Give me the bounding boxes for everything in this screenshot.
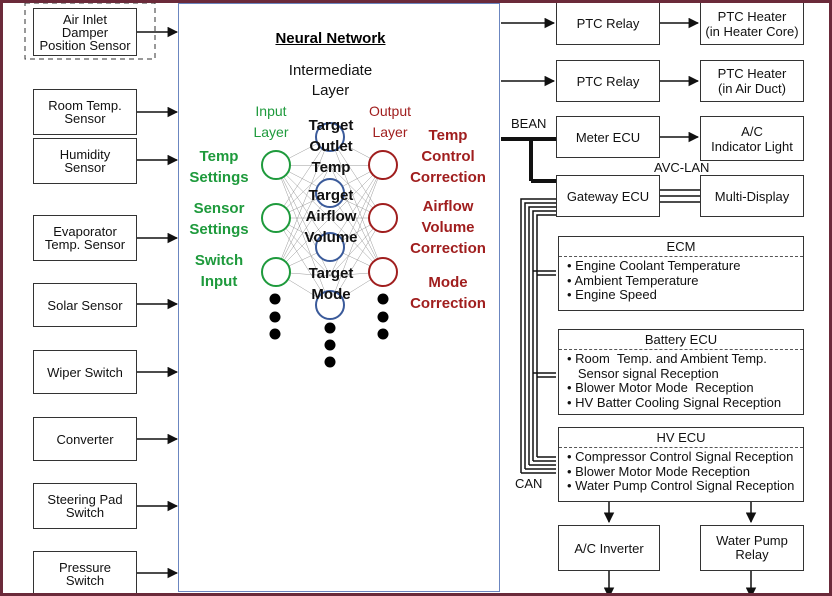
meter-ecu: Meter ECU <box>556 116 660 158</box>
gateway-ecu: Gateway ECU <box>556 175 660 217</box>
ellipsis-dot <box>377 311 389 323</box>
ellipsis-dot <box>324 322 336 334</box>
avc-lan-bus <box>660 189 700 203</box>
ptc-heater-core: PTC Heater (in Heater Core) <box>700 3 804 45</box>
avc-lan-label: AVC-LAN <box>654 160 710 175</box>
bean-label: BEAN <box>511 116 547 131</box>
battery-ecu-item: • HV Batter Cooling Signal Reception <box>567 394 782 410</box>
converter: Converter <box>33 417 137 461</box>
network-edge <box>275 164 331 248</box>
solar-sensor: Solar Sensor <box>33 283 137 327</box>
input-sensor-settings: Sensor Settings <box>189 200 249 238</box>
hv-ecu-item: • Blower Motor Mode Reception <box>567 463 751 479</box>
ecm-item: • Engine Speed <box>567 287 657 302</box>
battery-ecu-item: • Room Temp. and Ambient Temp. <box>567 351 767 366</box>
hv-ecu-item: • Water Pump Control Signal Reception <box>567 478 795 493</box>
nn-title: Neural Network <box>275 30 386 47</box>
hv-ecu-item: • Compressor Control Signal Reception <box>567 449 794 464</box>
output-node <box>368 203 398 233</box>
ecm-item: • Ambient Temperature <box>567 272 699 288</box>
can-bus <box>520 198 556 474</box>
intermediate-layer-label: Intermediate Layer <box>288 62 373 99</box>
network-graph <box>261 122 398 368</box>
water-pump-relay: Water Pump Relay <box>700 525 804 571</box>
ac-inverter: A/C Inverter <box>558 525 660 571</box>
network-edge <box>329 164 384 248</box>
network-edge <box>275 136 331 219</box>
network-edge <box>275 217 331 306</box>
hidden-node <box>315 178 345 208</box>
relay-arrows <box>501 17 700 197</box>
battery-ecu-item: Sensor signal Reception <box>567 365 719 381</box>
steering-pad-switch: Steering Pad Switch <box>33 483 137 529</box>
input-node <box>261 150 291 180</box>
network-edge <box>275 192 331 273</box>
wiper-switch: Wiper Switch <box>33 350 137 394</box>
air-inlet-damper-sensor: Air Inlet Damper Position Sensor <box>33 8 137 56</box>
ptc-relay-1: PTC Relay <box>556 3 660 45</box>
hidden-node <box>315 290 345 320</box>
ellipsis-dots <box>269 293 389 368</box>
ecm-title: ECM <box>666 239 696 254</box>
network-nodes <box>261 122 398 320</box>
ellipsis-dot <box>324 339 336 351</box>
input-temp-settings: Temp Settings <box>189 148 249 186</box>
ptc-heater-duct: PTC Heater (in Air Duct) <box>700 60 804 102</box>
can-label: CAN <box>515 476 543 491</box>
network-edge <box>329 136 384 273</box>
ellipsis-dot <box>269 293 281 305</box>
network-edge <box>329 164 384 306</box>
pressure-switch: Pressure Switch <box>33 551 137 593</box>
output-mode-correction: Mode Correction <box>410 274 486 312</box>
battery-ecu-box: Battery ECU • Room Temp. and Ambient Tem… <box>558 329 804 415</box>
ellipsis-dot <box>377 293 389 305</box>
input-node <box>261 203 291 233</box>
ellipsis-dot <box>269 328 281 340</box>
ellipsis-dot <box>377 328 389 340</box>
ecm-item: • Engine Coolant Temperature <box>567 258 741 273</box>
bean-bus <box>501 137 556 183</box>
output-airflow-volume-correction: Airflow Volume Correction <box>410 198 486 257</box>
sensor-arrows <box>137 26 179 579</box>
output-node <box>368 150 398 180</box>
connector-layer <box>24 3 757 593</box>
hidden-node <box>315 122 345 152</box>
output-layer-label: Output Layer <box>368 103 412 140</box>
battery-ecu-title: Battery ECU <box>644 332 718 347</box>
network-edge <box>329 217 384 306</box>
ac-indicator-light: A/C Indicator Light <box>700 116 804 161</box>
multi-display: Multi-Display <box>700 175 804 217</box>
input-node <box>261 257 291 287</box>
hv-ecu-title: HV ECU <box>656 430 706 445</box>
output-node <box>368 257 398 287</box>
hv-arrows <box>603 502 757 593</box>
target-outlet-temp: Target Outlet Temp <box>308 117 354 176</box>
input-layer-label: Input Layer <box>253 103 289 140</box>
network-edge <box>275 136 331 273</box>
hidden-node <box>315 232 345 262</box>
output-temp-control-correction: Temp Control Correction <box>410 127 486 186</box>
ecm-box: ECM • Engine Coolant Temperature • Ambie… <box>558 236 804 311</box>
network-edge <box>329 136 384 219</box>
hv-ecu-box: HV ECU • Compressor Control Signal Recep… <box>558 427 804 502</box>
network-edge <box>275 164 331 306</box>
humidity-sensor: Humidity Sensor <box>33 138 137 184</box>
ptc-relay-2: PTC Relay <box>556 60 660 102</box>
target-airflow-volume: Target Airflow Volume <box>304 187 358 246</box>
dashed-outline <box>24 3 156 60</box>
ellipsis-dot <box>324 356 336 368</box>
ellipsis-dot <box>269 311 281 323</box>
evaporator-temp-sensor: Evaporator Temp. Sensor <box>33 215 137 261</box>
room-temp-sensor: Room Temp. Sensor <box>33 89 137 135</box>
battery-ecu-item: • Blower Motor Mode Reception <box>567 380 754 395</box>
input-switch-input: Switch Input <box>194 252 244 290</box>
target-mode: Target Mode <box>308 265 354 303</box>
